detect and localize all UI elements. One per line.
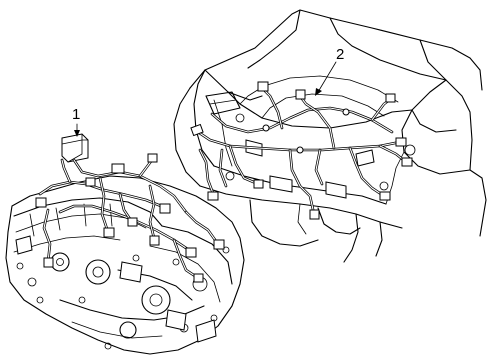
- callout-2: 2: [315, 46, 344, 96]
- harness-2-wires: [190, 81, 413, 220]
- callout-2-leader: [317, 61, 337, 93]
- engine-block-drawing: [5, 133, 245, 355]
- callout-2-arrowhead: [315, 88, 322, 96]
- callout-1-label: 1: [72, 106, 80, 123]
- callout-2-label: 2: [336, 46, 344, 63]
- harness-1-wires: [35, 153, 225, 283]
- engine-bay-body-drawing: [173, 9, 487, 263]
- callout-1-arrowhead: [74, 130, 80, 137]
- callout-1: 1: [72, 106, 80, 137]
